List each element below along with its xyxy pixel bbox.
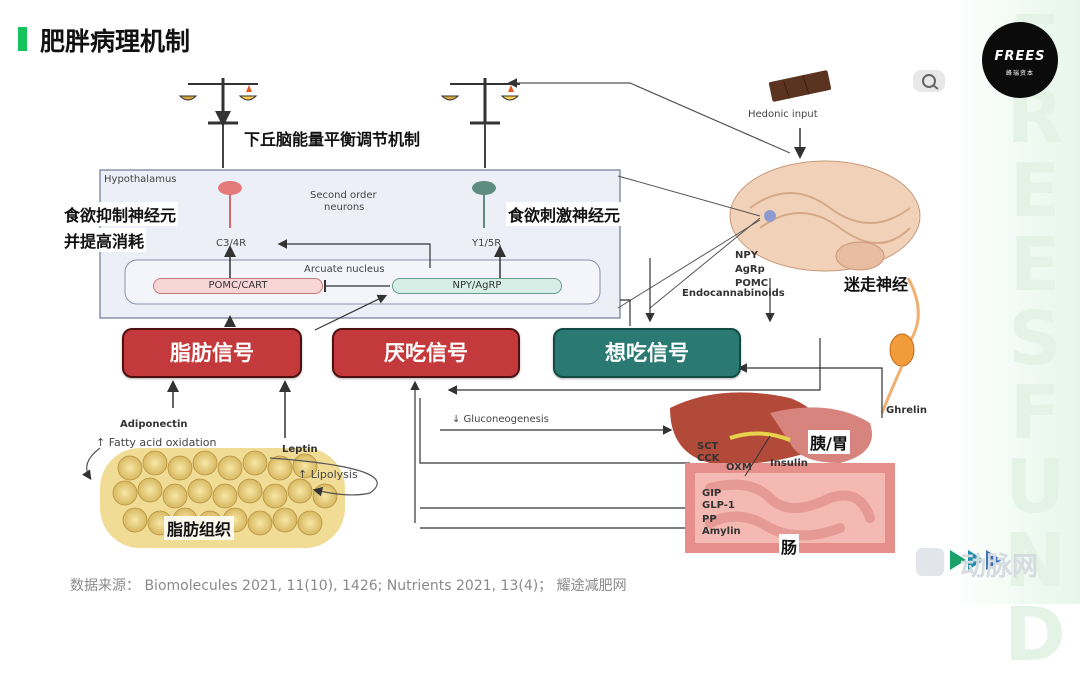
fatty-acid-label: ↑ Fatty acid oxidation bbox=[96, 436, 217, 449]
inhibitory-neuron-label-1: 食欲抑制神经元 bbox=[62, 202, 179, 226]
zoom-lens-icon[interactable] bbox=[913, 70, 945, 92]
inhibitory-neuron-label-2: 并提高消耗 bbox=[62, 228, 147, 252]
stimulatory-neuron-icon bbox=[472, 181, 496, 228]
fat-signal-box: 脂肪信号 bbox=[122, 328, 302, 378]
brain-endocannabinoids-label: Endocannabinoids bbox=[682, 288, 785, 299]
pancreas-stomach-label: 胰/胃 bbox=[808, 430, 850, 454]
intestine-icon bbox=[685, 463, 895, 553]
ghrelin-label: Ghrelin bbox=[886, 405, 928, 416]
hedonic-input-label: Hedonic input bbox=[748, 109, 818, 120]
play-arrows-icon bbox=[950, 550, 1002, 570]
amylin-label: Amylin bbox=[702, 526, 741, 537]
cck-label: CCK bbox=[697, 453, 720, 464]
inhibitory-neuron-icon bbox=[218, 181, 242, 228]
vagus-nerve-label: 迷走神经 bbox=[844, 275, 909, 294]
chocolate-icon bbox=[768, 70, 832, 102]
insulin-label: Insulin bbox=[770, 458, 808, 469]
arcuate-nucleus-label: Arcuate nucleus bbox=[304, 264, 385, 275]
title-accent-bar bbox=[18, 27, 27, 51]
pomc-cart-pill: POMC/CART bbox=[153, 278, 323, 294]
stimulatory-neuron-label: 食欲刺激神经元 bbox=[506, 202, 623, 226]
diagram-graphics bbox=[82, 70, 921, 553]
balance-mechanism-title: 下丘脑能量平衡调节机制 bbox=[244, 130, 421, 149]
obesity-mechanism-diagram: Hedonic input 下丘脑能量平衡调节机制 Hypothalamus S… bbox=[62, 68, 952, 566]
adiponectin-label: Adiponectin bbox=[120, 419, 188, 430]
logo-main-text: FREES bbox=[994, 49, 1046, 64]
neurons-label: neurons bbox=[324, 202, 365, 213]
npy-agrp-pill: NPY/AgRP bbox=[392, 278, 562, 294]
gip-label: GIP bbox=[702, 488, 722, 499]
gluconeogenesis-label: ↓ Gluconeogenesis bbox=[452, 414, 549, 425]
logo-sub-text: 峰瑞资本 bbox=[1005, 70, 1034, 77]
second-order-label: Second order bbox=[310, 190, 377, 201]
source-citation: 数据来源： Biomolecules 2021, 11(10), 1426; N… bbox=[70, 578, 627, 594]
brain-icon bbox=[729, 160, 921, 272]
satiety-signal-box: 厌吃信号 bbox=[332, 328, 520, 378]
sct-label: SCT bbox=[697, 441, 719, 452]
pp-label: PP bbox=[702, 514, 717, 525]
brain-agrp-label: AgRp bbox=[735, 264, 765, 275]
scale-right-icon bbox=[440, 78, 520, 168]
lipolysis-label: ↑ Lipolysis bbox=[298, 468, 358, 481]
leptin-label: Leptin bbox=[282, 444, 318, 455]
brain-npy-label: NPY bbox=[735, 250, 758, 261]
hypothalamus-label: Hypothalamus bbox=[104, 174, 177, 185]
glp1-label: GLP-1 bbox=[702, 500, 735, 511]
oxm-label: OXM bbox=[726, 462, 752, 473]
side-decoration bbox=[952, 0, 1080, 604]
watermark-logo-icon bbox=[916, 548, 944, 576]
receptor-right-label: Y1/5R bbox=[472, 238, 502, 249]
intestine-label: 肠 bbox=[779, 534, 800, 558]
scale-left-icon bbox=[178, 78, 258, 168]
brain-pomc-label: POMC bbox=[735, 278, 769, 289]
page-title: 肥胖病理机制 bbox=[40, 27, 191, 56]
brand-logo: FREES 峰瑞资本 bbox=[982, 22, 1058, 98]
adipose-tissue-label: 脂肪组织 bbox=[164, 516, 235, 540]
receptor-left-label: C3/4R bbox=[216, 238, 247, 249]
watermark-text: 动脉网 bbox=[960, 552, 1039, 582]
hunger-signal-box: 想吃信号 bbox=[553, 328, 741, 378]
